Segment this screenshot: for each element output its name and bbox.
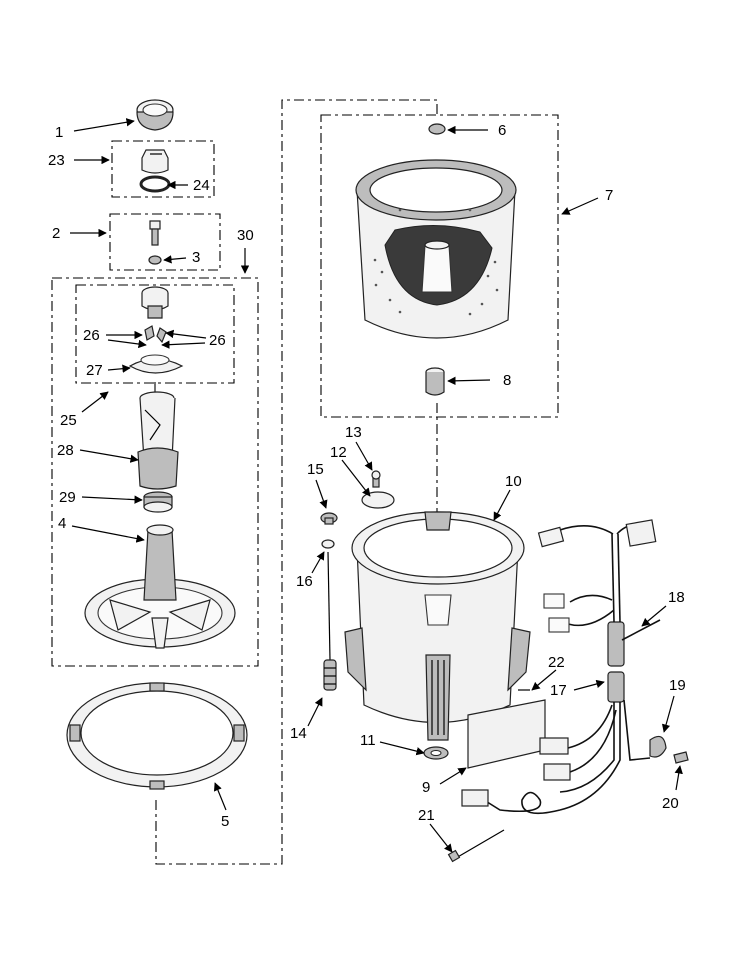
callout-25: 25 — [60, 412, 77, 429]
callout-8: 8 — [503, 372, 511, 389]
part-nut — [428, 123, 446, 135]
callout-26-left: 26 — [83, 327, 100, 344]
part-grommet-15 — [320, 512, 338, 525]
part-screw-20 — [673, 751, 689, 764]
callout-4: 4 — [58, 515, 66, 532]
part-screw-13 — [371, 470, 381, 488]
group-box-25 — [75, 284, 235, 384]
callout-13: 13 — [345, 424, 362, 441]
callout-14: 14 — [290, 725, 307, 742]
part-bracket-12 — [361, 491, 395, 509]
callout-7: 7 — [605, 187, 613, 204]
callout-18: 18 — [668, 589, 685, 606]
callout-28: 28 — [57, 442, 74, 459]
callout-3: 3 — [192, 249, 200, 266]
leader-lines — [70, 118, 683, 853]
callout-1: 1 — [55, 124, 63, 141]
part-agitator-sleeve — [137, 391, 179, 490]
callout-19: 19 — [669, 677, 686, 694]
group-box-2 — [109, 213, 221, 271]
callout-10: 10 — [505, 473, 522, 490]
part-balance-ring — [66, 682, 248, 790]
part-bolt — [149, 220, 161, 246]
callout-29: 29 — [59, 489, 76, 506]
part-agitator-base — [84, 524, 236, 649]
callout-23: 23 — [48, 152, 65, 169]
callout-labels: 1 23 24 2 3 30 26 26 27 25 28 29 4 5 6 7… — [48, 122, 686, 830]
part-bearing-11 — [423, 746, 449, 760]
callout-15: 15 — [307, 461, 324, 478]
part-ring — [143, 491, 173, 513]
callout-20: 20 — [662, 795, 679, 812]
part-clamp-19 — [649, 735, 667, 758]
part-dogs — [144, 325, 167, 344]
part-spring-14 — [323, 659, 337, 691]
part-wire-harness — [461, 519, 661, 815]
group-box-30 — [51, 277, 259, 667]
callout-12: 12 — [330, 444, 347, 461]
part-hub — [425, 367, 445, 396]
part-basket — [355, 159, 517, 339]
callout-24: 24 — [193, 177, 210, 194]
part-o-ring — [139, 175, 171, 193]
callout-9: 9 — [422, 779, 430, 796]
part-seal-16 — [321, 539, 335, 549]
connector-line — [155, 99, 438, 865]
callout-6: 6 — [498, 122, 506, 139]
callout-22: 22 — [548, 654, 565, 671]
callout-27: 27 — [86, 362, 103, 379]
part-hose-line — [327, 551, 331, 661]
callout-2: 2 — [52, 225, 60, 242]
callout-30: 30 — [237, 227, 254, 244]
part-cam — [141, 286, 169, 319]
group-box-7 — [320, 114, 559, 418]
callout-11: 11 — [360, 732, 376, 749]
part-washer — [148, 255, 162, 265]
part-tie-strap-21 — [447, 829, 505, 863]
part-cap-insert — [141, 149, 169, 174]
part-cam-base — [128, 354, 184, 374]
callout-17: 17 — [550, 682, 567, 699]
part-outer-tub — [344, 511, 531, 741]
part-cap — [136, 99, 174, 131]
callout-26-right: 26 — [209, 332, 226, 349]
callout-21: 21 — [418, 807, 435, 824]
callout-16: 16 — [296, 573, 313, 590]
group-box-23 — [111, 140, 215, 198]
callout-5: 5 — [221, 813, 229, 830]
